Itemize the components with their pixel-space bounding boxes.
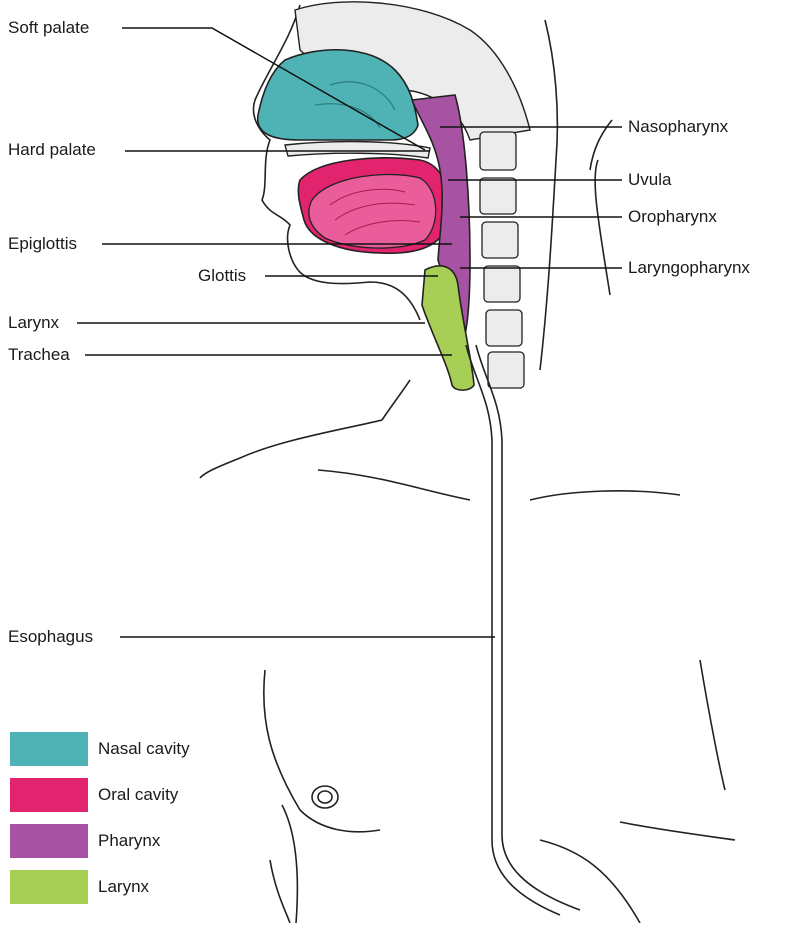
label-uvula: Uvula <box>628 170 672 189</box>
label-esophagus: Esophagus <box>8 627 94 646</box>
legend-swatch <box>10 732 88 766</box>
label-glottis: Glottis <box>198 266 247 285</box>
legend: Nasal cavity Oral cavity Pharynx Larynx <box>10 731 190 915</box>
larynx-trachea <box>421 265 475 392</box>
legend-item-oral-cavity: Oral cavity <box>10 777 190 813</box>
label-nasopharynx: Nasopharynx <box>628 117 729 136</box>
label-hard-palate: Hard palate <box>8 140 96 159</box>
legend-item-pharynx: Pharynx <box>10 823 190 859</box>
label-trachea: Trachea <box>8 345 70 364</box>
body-outline <box>199 4 736 924</box>
legend-swatch <box>10 824 88 858</box>
legend-label: Larynx <box>98 877 150 896</box>
tongue <box>308 173 437 249</box>
vertebrae <box>479 131 525 389</box>
legend-label: Pharynx <box>98 831 161 850</box>
legend-item-larynx: Larynx <box>10 869 190 905</box>
legend-item-nasal-cavity: Nasal cavity <box>10 731 190 767</box>
label-laryngopharynx: Laryngopharynx <box>628 258 750 277</box>
nasal-cavity <box>257 48 419 141</box>
leader-soft-palate <box>122 27 426 151</box>
legend-swatch <box>10 778 88 812</box>
hard-palate-shape <box>284 140 431 159</box>
label-soft-palate: Soft palate <box>8 18 90 37</box>
label-oropharynx: Oropharynx <box>628 207 717 226</box>
legend-label: Oral cavity <box>98 785 179 804</box>
esophagus-tube <box>465 344 581 916</box>
label-epiglottis: Epiglottis <box>8 234 77 253</box>
legend-label: Nasal cavity <box>98 739 190 758</box>
label-larynx: Larynx <box>8 313 60 332</box>
legend-swatch <box>10 870 88 904</box>
tongue-muscle-lines <box>329 188 421 236</box>
